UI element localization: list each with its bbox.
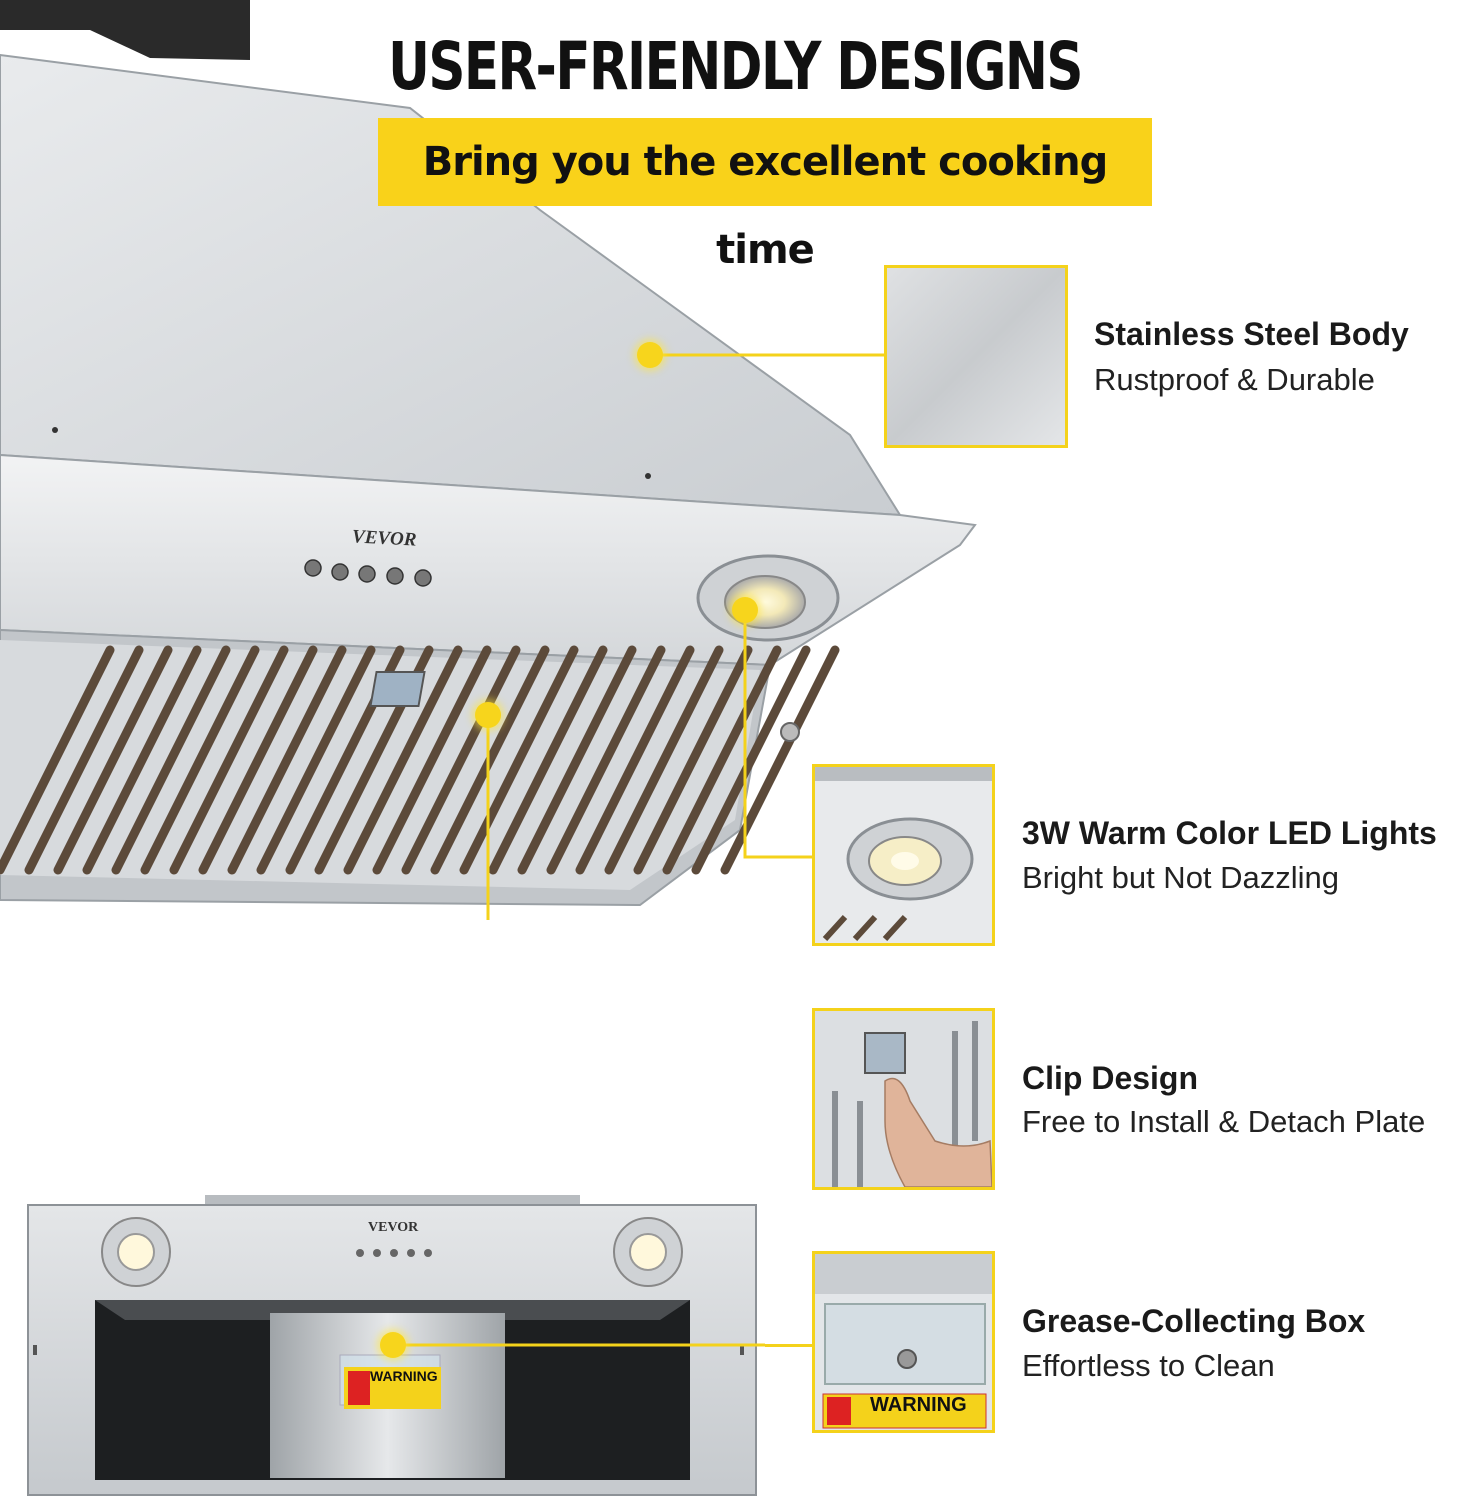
brand-logo: VEVOR [351, 526, 417, 551]
page-title: USER-FRIENDLY DESIGNS [388, 28, 1083, 105]
feature-subtitle-steel: Rustproof & Durable [1094, 362, 1375, 397]
callout-dot-steel [637, 342, 663, 368]
range-hood-image [0, 0, 977, 920]
feature-title-steel: Stainless Steel Body [1094, 316, 1409, 352]
feature-title-clip: Clip Design [1022, 1060, 1199, 1096]
feature-title-led: 3W Warm Color LED Lights [1022, 815, 1437, 851]
grease-box-thumbnail [812, 1251, 995, 1433]
steel-texture-thumbnail [884, 265, 1068, 448]
warning-label-thumb: WARNING [870, 1394, 967, 1416]
callout-line-grease [765, 1344, 813, 1347]
brand-logo-front: VEVOR [368, 1220, 419, 1235]
callout-dot-grease [380, 1332, 406, 1358]
feature-subtitle-clip: Free to Install & Detach Plate [1022, 1104, 1426, 1139]
warning-label-front: WARNING [370, 1368, 438, 1384]
callout-dot-led [732, 597, 758, 623]
subtitle-text: Bring you the excellent cooking time [422, 139, 1109, 273]
led-light-thumbnail [812, 764, 995, 946]
feature-subtitle-grease: Effortless to Clean [1022, 1348, 1275, 1383]
feature-subtitle-led: Bright but Not Dazzling [1022, 860, 1340, 895]
subtitle-banner [378, 118, 1152, 206]
clip-design-thumbnail [812, 1008, 995, 1190]
callout-dot-clip [475, 702, 501, 728]
feature-title-grease: Grease-Collecting Box [1022, 1303, 1366, 1339]
